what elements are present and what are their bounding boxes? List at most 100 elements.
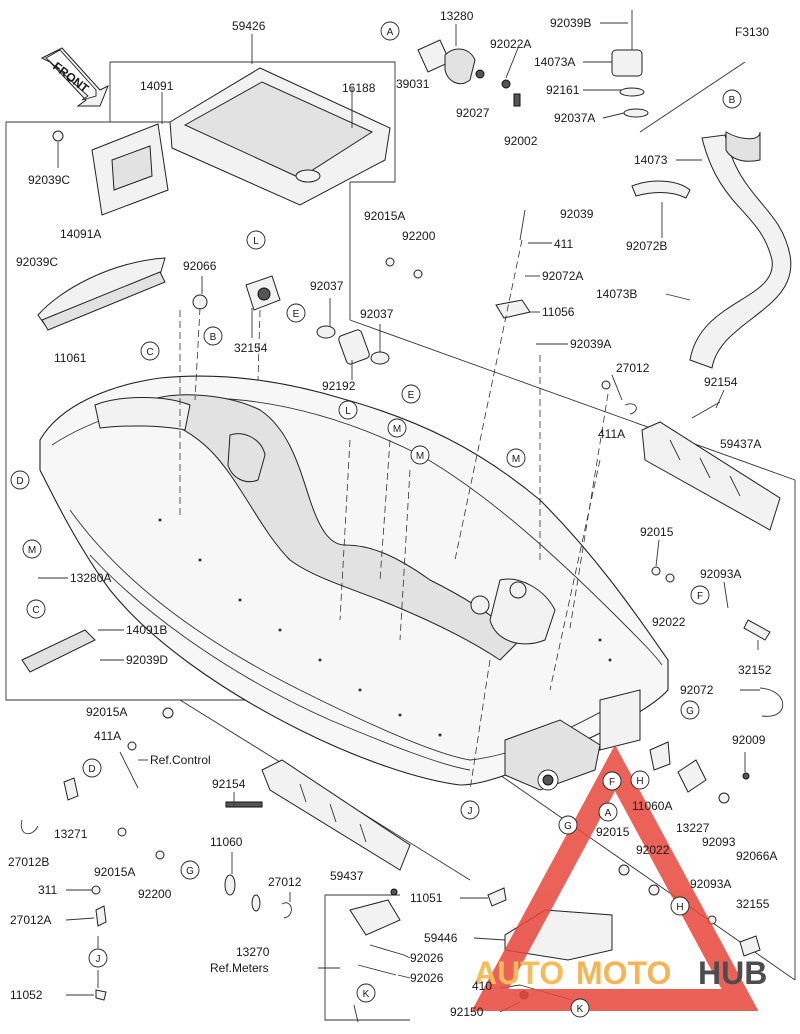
dashed-ref-lines: [179, 239, 609, 791]
svg-text:D: D: [88, 764, 95, 775]
svg-text:K: K: [363, 989, 370, 1000]
svg-text:M: M: [28, 545, 36, 556]
callout-G-mid: G: [558, 815, 578, 835]
label-92039D: 92039D: [126, 653, 168, 667]
svg-text:C: C: [32, 605, 39, 616]
label-59446: 59446: [424, 931, 458, 945]
label-32152: 32152: [738, 663, 772, 677]
label-27012-1: 27012: [616, 361, 650, 375]
callout-F-bottom: F: [602, 771, 622, 791]
callout-L-mid: L: [338, 400, 358, 420]
label-92161: 92161: [546, 83, 580, 97]
svg-text:M: M: [416, 451, 424, 462]
callouts: A B L E C B E L M M M D M C F G D F H A …: [10, 21, 742, 1018]
label-92039-top: 92039: [560, 207, 594, 221]
svg-text:G: G: [686, 706, 694, 717]
label-92200-2: 92200: [138, 887, 172, 901]
cover-14091A: [37, 257, 166, 331]
watermark-logo: AUTO MOTO HUB: [471, 744, 767, 1011]
callout-J-mid: J: [460, 800, 480, 820]
label-11060A: 11060A: [632, 799, 672, 813]
svg-text:L: L: [253, 236, 259, 247]
callout-M-left: M: [22, 539, 42, 559]
label-ref-control: Ref.Control: [150, 753, 211, 767]
label-92039C-2: 92039C: [16, 255, 58, 269]
label-11056: 11056: [542, 305, 575, 319]
breather-pipes: [611, 10, 792, 369]
callout-L-top: L: [246, 230, 266, 250]
hose-parts: [316, 325, 390, 365]
watermark-hub: HUB: [698, 955, 767, 991]
svg-text:D: D: [16, 476, 23, 487]
hull-assembly: [39, 375, 669, 791]
label-92015A-1: 92015A: [364, 209, 405, 223]
front-arrow: FRONT: [40, 47, 109, 107]
label-92039C-1: 92039C: [28, 173, 70, 187]
diagram-code: F3130: [735, 25, 769, 39]
label-92066A: 92066A: [736, 849, 777, 863]
callout-G-left: G: [180, 860, 200, 880]
label-14091A: 14091A: [60, 227, 101, 241]
callout-G-right: G: [680, 700, 700, 720]
label-92022-2: 92022: [636, 843, 670, 857]
callout-C-mid: C: [140, 341, 160, 361]
label-59437: 59437: [330, 869, 364, 883]
callout-E-mid: E: [401, 384, 421, 404]
label-13227: 13227: [676, 821, 710, 835]
label-92093A-2: 92093A: [690, 877, 731, 891]
label-27012A: 27012A: [10, 913, 51, 927]
label-39031: 39031: [396, 77, 430, 91]
label-14073: 14073: [634, 153, 668, 167]
fitting-32154: [245, 275, 281, 311]
svg-text:H: H: [676, 902, 683, 913]
label-11052: 11052: [10, 988, 43, 1002]
label-92022A: 92022A: [490, 37, 531, 51]
callout-K-1: K: [356, 983, 376, 1003]
svg-text:E: E: [408, 390, 415, 401]
svg-text:F: F: [609, 777, 615, 788]
small-hardware: [20, 130, 784, 1023]
label-92002: 92002: [504, 134, 538, 148]
label-92192: 92192: [322, 379, 356, 393]
label-92072: 92072: [680, 683, 714, 697]
label-14073B: 14073B: [596, 287, 637, 301]
svg-text:H: H: [636, 776, 643, 787]
label-16188: 16188: [342, 81, 376, 95]
label-92066: 92066: [183, 259, 217, 273]
label-92009: 92009: [732, 733, 766, 747]
callout-M-2: M: [410, 445, 430, 465]
label-92072B: 92072B: [626, 239, 667, 253]
label-410: 410: [472, 979, 492, 993]
label-92027: 92027: [456, 106, 490, 120]
watermark-auto: AUTO: [474, 955, 564, 991]
svg-text:E: E: [293, 309, 300, 320]
label-11061: 11061: [54, 351, 87, 365]
label-92072A: 92072A: [542, 269, 583, 283]
cover-14091B: [21, 629, 96, 673]
part-labels: 59426 13280 92039B 14073A 92022A 92161 9…: [8, 9, 777, 1019]
watermark-moto: MOTO: [576, 955, 671, 991]
label-32154: 32154: [234, 341, 268, 355]
callout-A-bottom: A: [598, 802, 618, 822]
callout-M-1: M: [387, 418, 407, 438]
label-11060: 11060: [210, 835, 243, 849]
label-92150: 92150: [450, 1005, 484, 1019]
label-92200-1: 92200: [402, 229, 436, 243]
label-92093: 92093: [702, 835, 736, 849]
label-92037-1: 92037: [310, 279, 344, 293]
callout-J-left: J: [88, 948, 108, 968]
callout-H-2: H: [670, 896, 690, 916]
callout-B-right: B: [722, 89, 742, 109]
callout-E-top: E: [286, 303, 306, 323]
label-411: 411: [554, 237, 573, 251]
label-13270: 13270: [236, 945, 270, 959]
label-32155: 32155: [736, 897, 770, 911]
callout-D-left: D: [10, 470, 30, 490]
label-92015-2: 92015: [596, 825, 630, 839]
label-92154-1: 92154: [704, 375, 738, 389]
label-92093A-1: 92093A: [700, 567, 741, 581]
label-59426: 59426: [232, 19, 266, 33]
label-411A: 411A: [598, 427, 625, 441]
label-27012B: 27012B: [8, 855, 49, 869]
label-92037-2: 92037: [360, 307, 394, 321]
